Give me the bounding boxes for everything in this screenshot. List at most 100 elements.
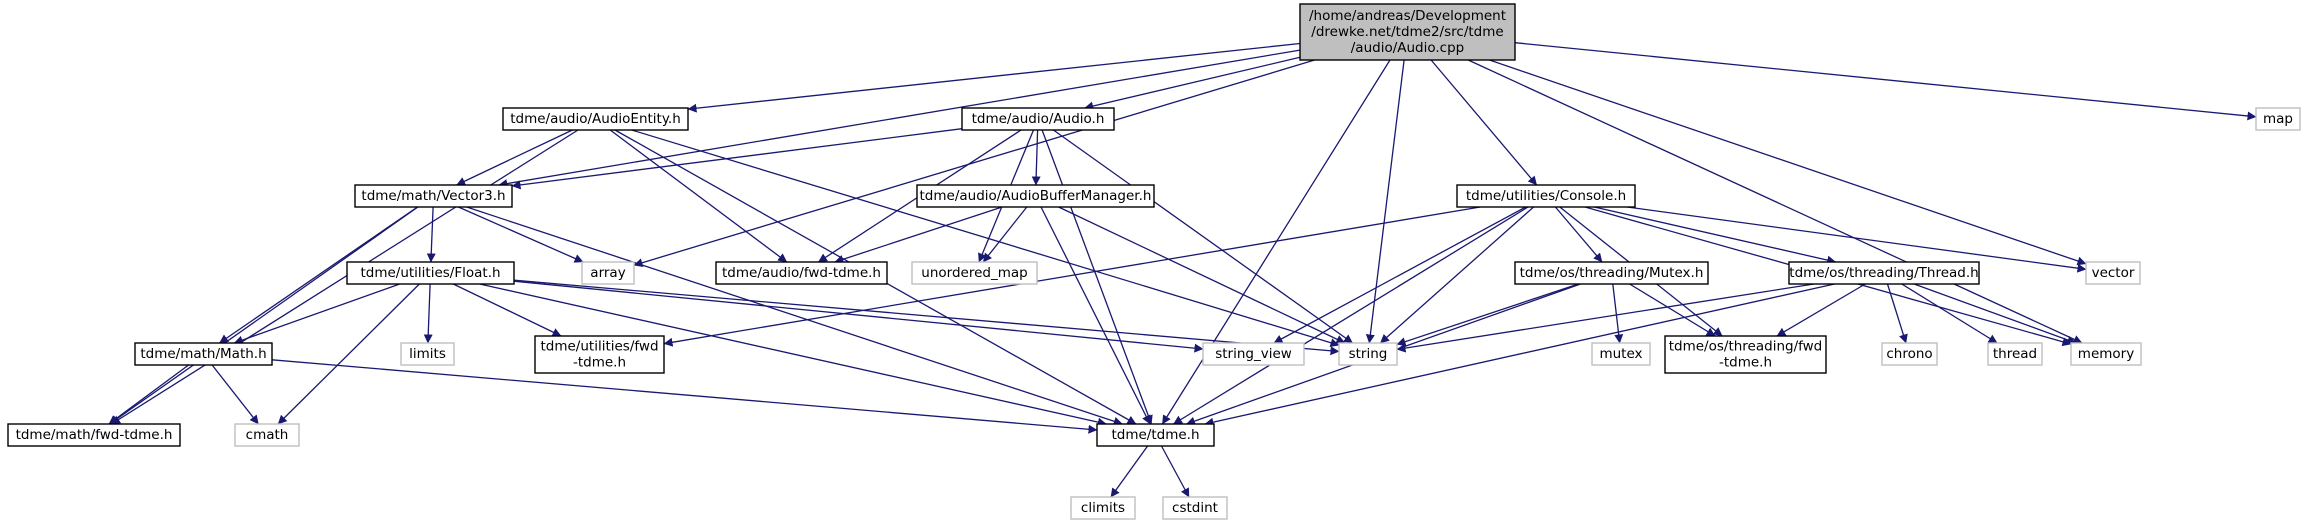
edge-root-to-memory — [1467, 59, 2083, 344]
node-tdmeh[interactable]: tdme/tdme.h — [1096, 423, 1215, 447]
edge-vector3-to-tdmeh — [466, 206, 1123, 426]
edge-abm-to-unordered — [982, 206, 1028, 263]
node-label-root-0: /home/andreas/Development — [1309, 8, 1506, 24]
node-unordered: unordered_map — [911, 261, 1038, 285]
edge-audioentity-to-vector3 — [456, 129, 573, 186]
node-label-audiofwd-0: tdme/audio/fwd-tdme.h — [722, 265, 881, 281]
edge-vector3-to-float — [426, 206, 436, 263]
node-mutexh[interactable]: tdme/os/threading/Mutex.h — [1514, 261, 1709, 285]
nodes-layer: /home/andreas/Development/drewke.net/tdm… — [7, 3, 2301, 520]
node-box-stringview — [1202, 342, 1305, 366]
node-label-float-0: tdme/utilities/Float.h — [360, 265, 500, 281]
node-root[interactable]: /home/andreas/Development/drewke.net/tdm… — [1299, 3, 1516, 61]
node-label-root-2: /audio/Audio.cpp — [1351, 40, 1465, 56]
node-label-utilfwd-1: -tdme.h — [573, 355, 626, 371]
node-chrono: chrono — [1881, 342, 1938, 366]
edge-root-to-console — [1430, 59, 1538, 186]
edge-float-to-utilfwd — [453, 283, 562, 337]
edge-threadh-to-threadfwd — [1776, 283, 1866, 337]
edge-mutexh-to-string — [1396, 283, 1579, 346]
node-utilfwd[interactable]: tdme/utilities/fwd-tdme.h — [534, 335, 665, 374]
edge-threadh-to-string — [1396, 283, 1815, 353]
node-mathh[interactable]: tdme/math/Math.h — [134, 342, 273, 366]
edge-audio-to-tdmeh — [1041, 129, 1153, 425]
node-box-map — [2255, 107, 2301, 131]
node-limits: limits — [400, 342, 455, 366]
edge-float-to-cmath — [277, 283, 420, 425]
node-box-mutexh — [1514, 261, 1709, 285]
node-audiofwd[interactable]: tdme/audio/fwd-tdme.h — [715, 261, 888, 285]
node-box-vector3 — [354, 184, 513, 208]
edge-mathh-to-tdmeh — [271, 359, 1098, 434]
node-label-climits-0: climits — [1081, 500, 1125, 516]
node-box-string — [1338, 342, 1398, 366]
node-box-vector — [2085, 261, 2141, 285]
node-float[interactable]: tdme/utilities/Float.h — [346, 261, 515, 285]
node-array: array — [581, 261, 635, 285]
node-map: map — [2255, 107, 2301, 131]
edge-threadh-to-tdmeh — [1204, 283, 1835, 427]
node-console[interactable]: tdme/utilities/Console.h — [1456, 184, 1636, 208]
node-label-utilfwd-0: tdme/utilities/fwd — [540, 339, 658, 355]
node-box-threadh — [1788, 261, 1980, 285]
node-label-root-1: /drewke.net/tdme2/src/tdme — [1311, 24, 1503, 40]
node-audioentity[interactable]: tdme/audio/AudioEntity.h — [502, 107, 689, 131]
node-label-threadfwd-0: tdme/os/threading/fwd — [1669, 339, 1823, 355]
node-label-unordered-0: unordered_map — [921, 265, 1027, 281]
node-box-limits — [400, 342, 455, 366]
edge-mutexh-to-threadfwd — [1629, 283, 1716, 337]
node-abm[interactable]: tdme/audio/AudioBufferManager.h — [916, 184, 1155, 208]
node-label-chrono-0: chrono — [1886, 346, 1932, 362]
node-label-map-0: map — [2263, 111, 2293, 127]
edge-float-to-stringview — [513, 280, 1204, 353]
edge-threadh-to-chrono — [1886, 283, 1908, 344]
node-label-mathfwd-0: tdme/math/fwd-tdme.h — [16, 427, 173, 443]
node-mutex: mutex — [1591, 342, 1651, 366]
node-label-thread-0: thread — [1993, 346, 2037, 362]
edge-audioentity-to-audiofwd — [609, 129, 788, 263]
edge-threadh-to-memory — [1913, 283, 2077, 345]
node-audio[interactable]: tdme/audio/Audio.h — [961, 107, 1115, 131]
edge-abm-to-tdmeh — [1040, 206, 1151, 425]
edge-abm-to-audiofwd — [834, 206, 1003, 264]
node-box-cstdint — [1162, 496, 1228, 520]
edge-audio-to-vector3 — [511, 128, 963, 190]
node-box-thread — [1987, 342, 2043, 366]
node-box-console — [1456, 184, 1636, 208]
node-label-vector-0: vector — [2092, 265, 2135, 281]
node-box-chrono — [1881, 342, 1938, 366]
node-box-memory — [2070, 342, 2142, 366]
node-box-root — [1299, 3, 1516, 61]
node-box-abm — [916, 184, 1155, 208]
edge-root-to-string — [1365, 59, 1405, 344]
node-vector3[interactable]: tdme/math/Vector3.h — [354, 184, 513, 208]
edge-audioentity-to-mathfwd — [111, 129, 579, 425]
node-vector: vector — [2085, 261, 2141, 285]
node-label-threadh-0: tdme/os/threading/Thread.h — [1789, 265, 1978, 281]
edge-root-to-tdmeh — [1161, 59, 1391, 425]
node-threadh[interactable]: tdme/os/threading/Thread.h — [1788, 261, 1980, 285]
node-threadfwd[interactable]: tdme/os/threading/fwd-tdme.h — [1664, 335, 1827, 374]
node-mathfwd[interactable]: tdme/math/fwd-tdme.h — [7, 423, 181, 447]
node-box-audiofwd — [715, 261, 888, 285]
node-string: string — [1338, 342, 1398, 366]
edge-console-to-stringview — [1273, 206, 1526, 344]
edge-float-to-limits — [423, 283, 433, 344]
node-box-mutex — [1591, 342, 1651, 366]
edge-audio-to-string — [1053, 129, 1353, 344]
edge-console-to-threadh — [1594, 206, 1837, 265]
edge-threadh-to-thread — [1901, 283, 1998, 344]
edge-vector3-to-array — [458, 206, 584, 263]
node-label-audioentity-0: tdme/audio/AudioEntity.h — [510, 111, 681, 127]
edge-console-to-string — [1379, 206, 1535, 344]
edge-abm-to-string — [1058, 206, 1346, 344]
node-box-array — [581, 261, 635, 285]
edge-audioentity-to-string — [631, 129, 1340, 348]
edge-mathh-to-mathfwd — [108, 364, 189, 425]
node-stringview: string_view — [1202, 342, 1305, 366]
node-memory: memory — [2070, 342, 2142, 366]
node-label-abm-0: tdme/audio/AudioBufferManager.h — [920, 188, 1152, 204]
node-box-threadfwd — [1664, 335, 1827, 374]
edge-root-to-vector3 — [498, 49, 1301, 189]
